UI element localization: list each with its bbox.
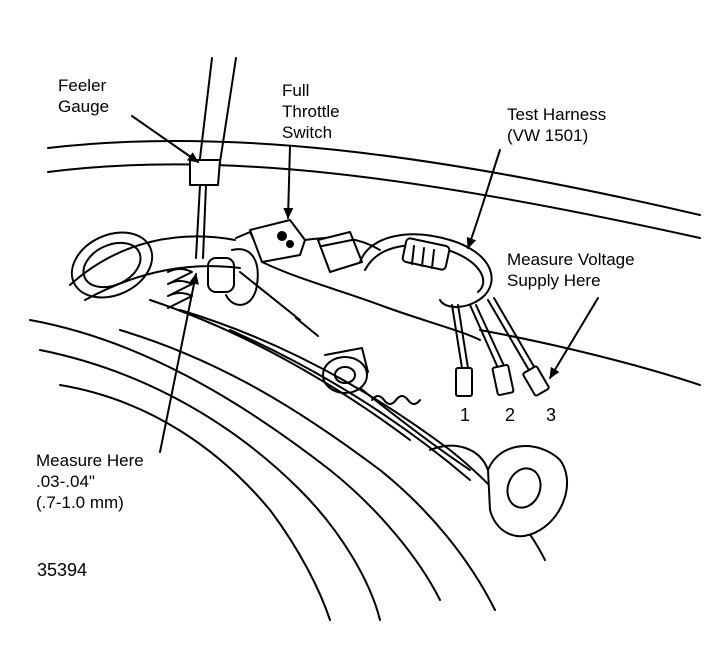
throttle-switch-body	[249, 219, 306, 263]
label-test-harness: Test Harness (VW 1501)	[507, 104, 606, 146]
label-measure-voltage: Measure Voltage Supply Here	[507, 249, 635, 291]
label-line: Supply Here	[507, 271, 601, 290]
test-harness-loop	[359, 233, 493, 308]
throttle-switch-leader	[283, 145, 294, 219]
feeler-gauge-handle-left	[197, 57, 213, 176]
label-line: Measure Here	[36, 451, 144, 470]
measure-here-leader	[159, 273, 199, 453]
terminal-label-3: 3	[546, 405, 557, 425]
hood-edge-lower	[47, 163, 701, 239]
feeler-gauge-leader	[131, 115, 199, 163]
measure-voltage-leader	[549, 297, 599, 379]
label-line: (VW 1501)	[507, 126, 589, 145]
label-line: Full	[282, 81, 310, 100]
label-line: Test Harness	[507, 105, 607, 124]
terminal-2	[491, 364, 515, 396]
intake-mouth	[70, 231, 154, 299]
label-line: .03-.04"	[36, 472, 95, 491]
lead-1	[451, 304, 463, 369]
lead-3	[487, 299, 531, 373]
label-line: Gauge	[58, 97, 110, 116]
switch-connector	[317, 231, 363, 273]
terminal-1	[455, 367, 473, 397]
label-line: Measure Voltage	[507, 250, 635, 269]
label-line: Throttle	[282, 102, 340, 121]
hood-edge-upper	[47, 139, 701, 216]
label-line: Feeler	[58, 76, 107, 95]
terminal-3	[522, 365, 550, 397]
lead-2	[469, 304, 499, 369]
label-line: (.7-1.0 mm)	[36, 493, 124, 512]
terminal-label-1: 1	[460, 405, 471, 425]
spring	[167, 268, 193, 309]
test-harness-leader	[466, 149, 501, 249]
feeler-gauge-blade	[195, 184, 201, 259]
mounting-flange	[487, 445, 569, 537]
label-measure-here: Measure Here .03-.04" (.7-1.0 mm)	[36, 450, 144, 513]
feeler-gauge-handle-right	[217, 57, 237, 176]
label-feeler-gauge: Feeler Gauge	[58, 75, 109, 117]
feeler-gauge-clamp	[189, 159, 221, 186]
throttle-cable	[239, 271, 301, 321]
harness-connector	[401, 237, 451, 271]
label-full-throttle-switch: Full Throttle Switch	[282, 80, 340, 143]
cable-fitting	[322, 356, 368, 394]
fender-line	[479, 329, 701, 386]
terminal-label-2: 2	[505, 405, 516, 425]
figure-number: 35394	[37, 560, 88, 580]
label-line: Switch	[282, 123, 333, 142]
